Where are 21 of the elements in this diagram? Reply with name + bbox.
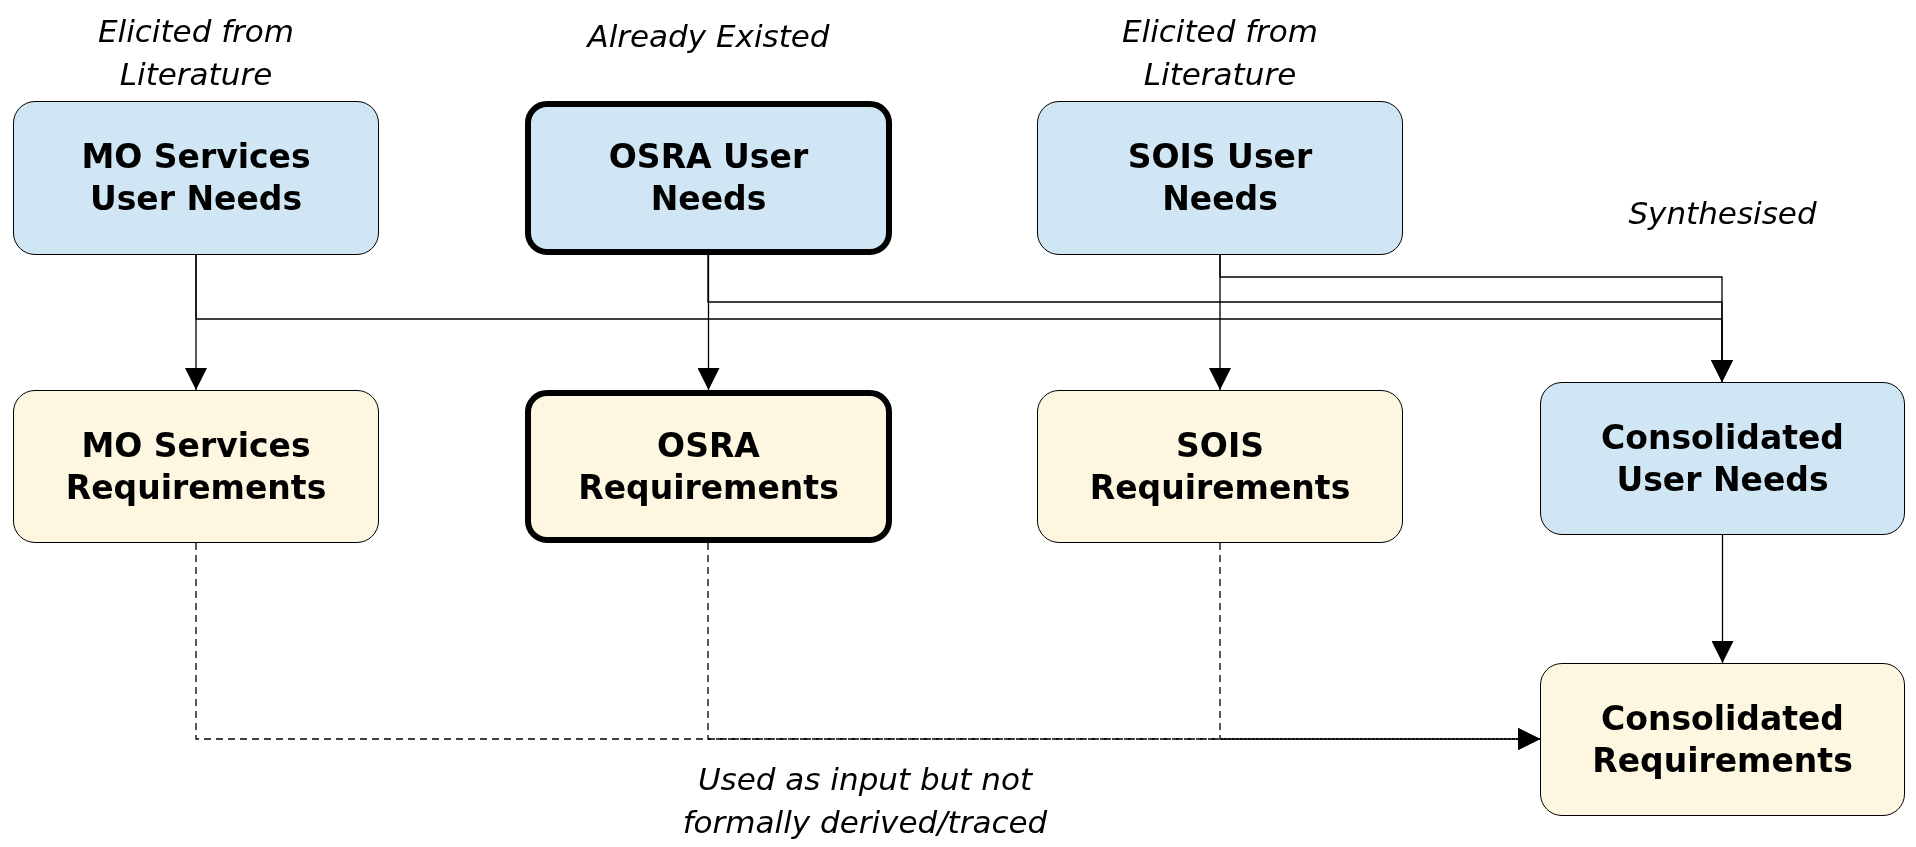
- box-caption: Already Existed: [585, 17, 831, 56]
- note-text: Synthesised: [1627, 194, 1818, 233]
- process-box: [1540, 663, 1905, 816]
- arrow: [1219, 542, 1541, 750]
- box-label: MO Services Requirements: [64, 424, 328, 509]
- box-caption: Elicited from Literature: [96, 12, 296, 94]
- process-box: [1540, 382, 1905, 535]
- process-box: [525, 390, 892, 543]
- process-box: [13, 390, 379, 543]
- box-label: SOIS Requirements: [1088, 424, 1352, 509]
- box-caption: Elicited from Literature: [1120, 12, 1320, 94]
- process-box: [1037, 390, 1403, 543]
- arrow: [1711, 534, 1734, 664]
- arrow: [1219, 254, 1733, 383]
- box-label: Consolidated Requirements: [1591, 697, 1854, 782]
- note-text: Used as input but not formally derived/traced: [681, 760, 1049, 842]
- box-label: OSRA User Needs: [607, 136, 810, 220]
- box-label: MO Services User Needs: [80, 136, 312, 220]
- box-label: Consolidated User Needs: [1600, 416, 1845, 501]
- box-label: OSRA Requirements: [577, 424, 840, 509]
- box-label: SOIS User Needs: [1126, 136, 1314, 220]
